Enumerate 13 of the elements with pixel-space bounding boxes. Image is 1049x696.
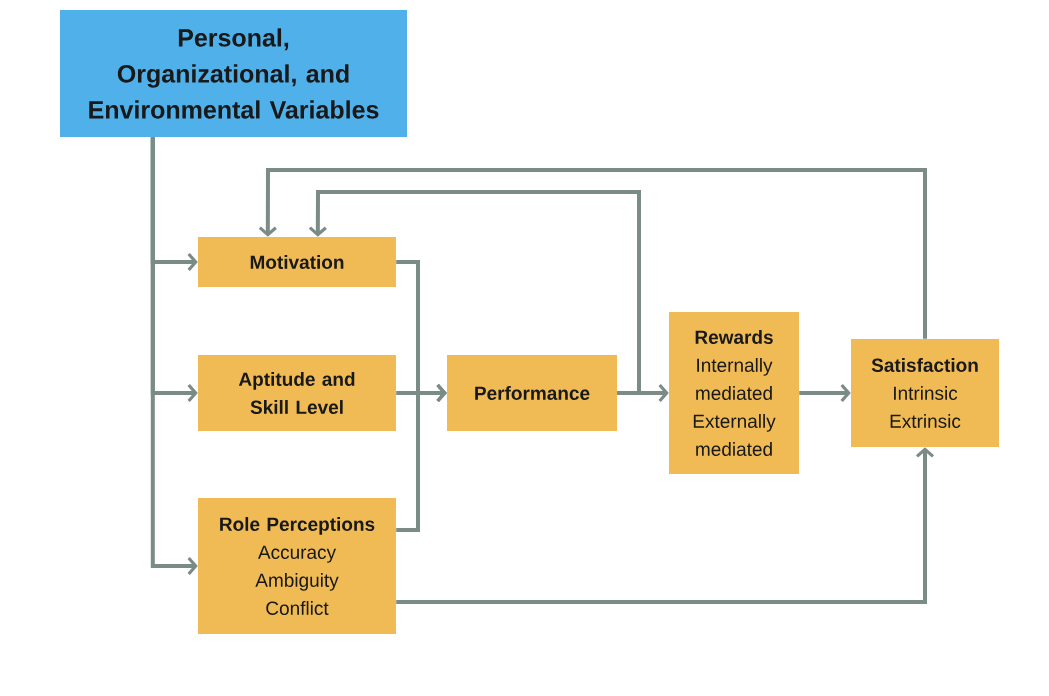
process-box: Role Perceptions Accuracy Ambiguity Conflict: [198, 498, 396, 634]
process-box: Aptitude and Skill Level: [198, 355, 396, 431]
arrow: [308, 190, 641, 395]
process-box: Satisfaction Intrinsic Extrinsic: [851, 339, 999, 447]
process-box: Motivation: [198, 237, 396, 287]
header-box: Personal, Organizational, and Environmental Variables: [60, 10, 407, 137]
arrow: [258, 168, 927, 339]
arrow: [150, 137, 198, 576]
arrow: [799, 383, 851, 403]
process-box: Performance: [447, 355, 617, 431]
process-box: Rewards Internally mediated Externally mediated: [669, 312, 799, 474]
arrow: [396, 447, 935, 604]
arrow: [396, 383, 447, 532]
